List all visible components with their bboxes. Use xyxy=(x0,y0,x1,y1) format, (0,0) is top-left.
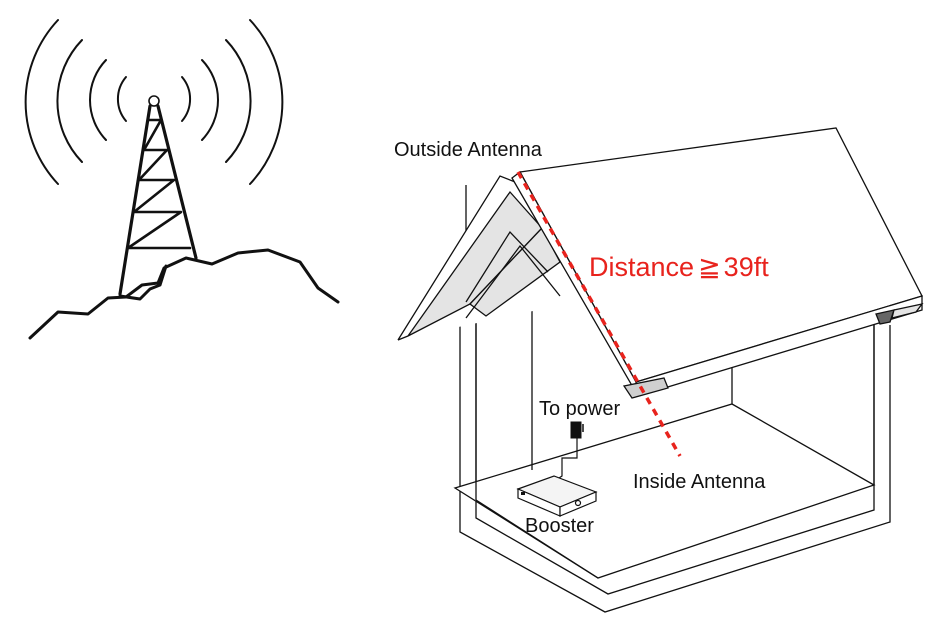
distance-label: Distance≧39ft xyxy=(589,252,769,282)
distance-line xyxy=(516,171,682,457)
house-outline xyxy=(397,127,924,613)
power-cable xyxy=(555,438,578,481)
cell-tower-icon xyxy=(24,19,340,340)
signal-booster-icon xyxy=(516,475,598,517)
power-plug-icon xyxy=(570,421,584,439)
distance-symbol: ≧ xyxy=(698,252,721,282)
distance-value: 39ft xyxy=(724,252,770,282)
outside-antenna-label: Outside Antenna xyxy=(394,139,543,161)
booster-label: Booster xyxy=(525,515,594,537)
to-power-label: To power xyxy=(539,398,620,420)
inside-antenna-label: Inside Antenna xyxy=(633,471,766,493)
distance-text: Distance xyxy=(589,252,694,282)
signal-waves-icon xyxy=(24,19,284,185)
